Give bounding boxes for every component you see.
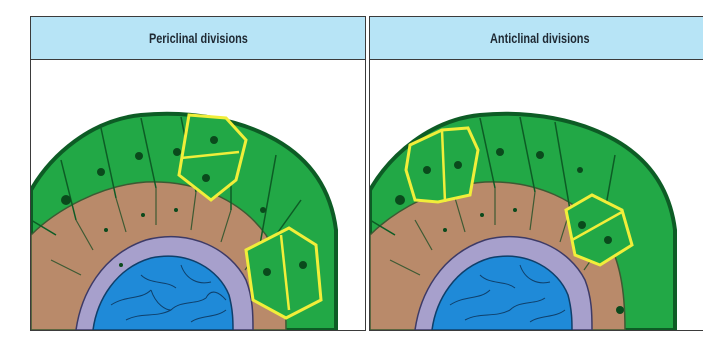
anticlinal-diagram <box>370 60 703 330</box>
panel-anticlinal: Anticlinal divisions <box>369 16 703 331</box>
periclinal-diagram <box>31 60 365 330</box>
panel-title: Periclinal divisions <box>149 30 248 46</box>
panel-header: Anticlinal divisions <box>370 17 703 60</box>
panel-title: Anticlinal divisions <box>490 30 590 46</box>
panel-header: Periclinal divisions <box>31 17 365 60</box>
panel-periclinal: Periclinal divisions <box>30 16 366 331</box>
